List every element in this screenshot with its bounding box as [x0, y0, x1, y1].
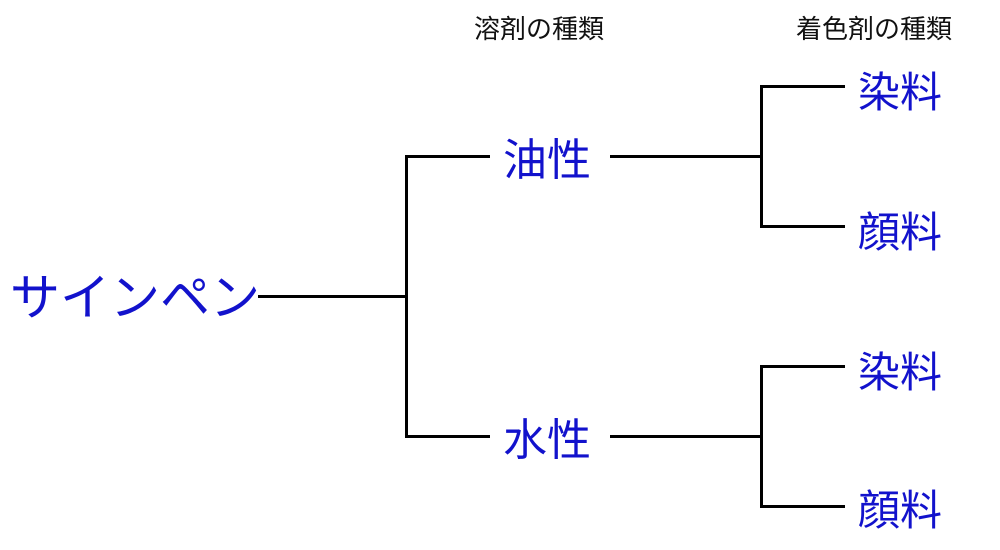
oil-pigment-node: 顔料	[858, 208, 943, 257]
solvent-column-header: 溶剤の種類	[474, 15, 605, 45]
water-connector-line	[610, 435, 763, 438]
oil-connector-line	[610, 155, 763, 158]
water-colorant-line-dye	[760, 365, 845, 368]
oil-colorant-vertical-line	[760, 85, 763, 228]
water-colorant-line-pigment	[760, 505, 845, 508]
oil-colorant-line-dye	[760, 85, 845, 88]
root-node: サインペン	[10, 269, 260, 327]
root-connector-line	[258, 295, 408, 298]
water-dye-node: 染料	[858, 348, 943, 397]
solvent-node-oil: 油性	[503, 135, 591, 186]
solvent-node-water: 水性	[503, 415, 591, 466]
water-pigment-node: 顔料	[858, 486, 943, 535]
colorant-column-header: 着色剤の種類	[796, 15, 953, 45]
oil-colorant-line-pigment	[760, 225, 845, 228]
solvent-branch-line-water	[405, 435, 490, 438]
water-colorant-vertical-line	[760, 365, 763, 508]
solvent-branch-line-oil	[405, 155, 490, 158]
oil-dye-node: 染料	[858, 68, 943, 117]
solvent-branch-vertical-line	[405, 155, 408, 438]
